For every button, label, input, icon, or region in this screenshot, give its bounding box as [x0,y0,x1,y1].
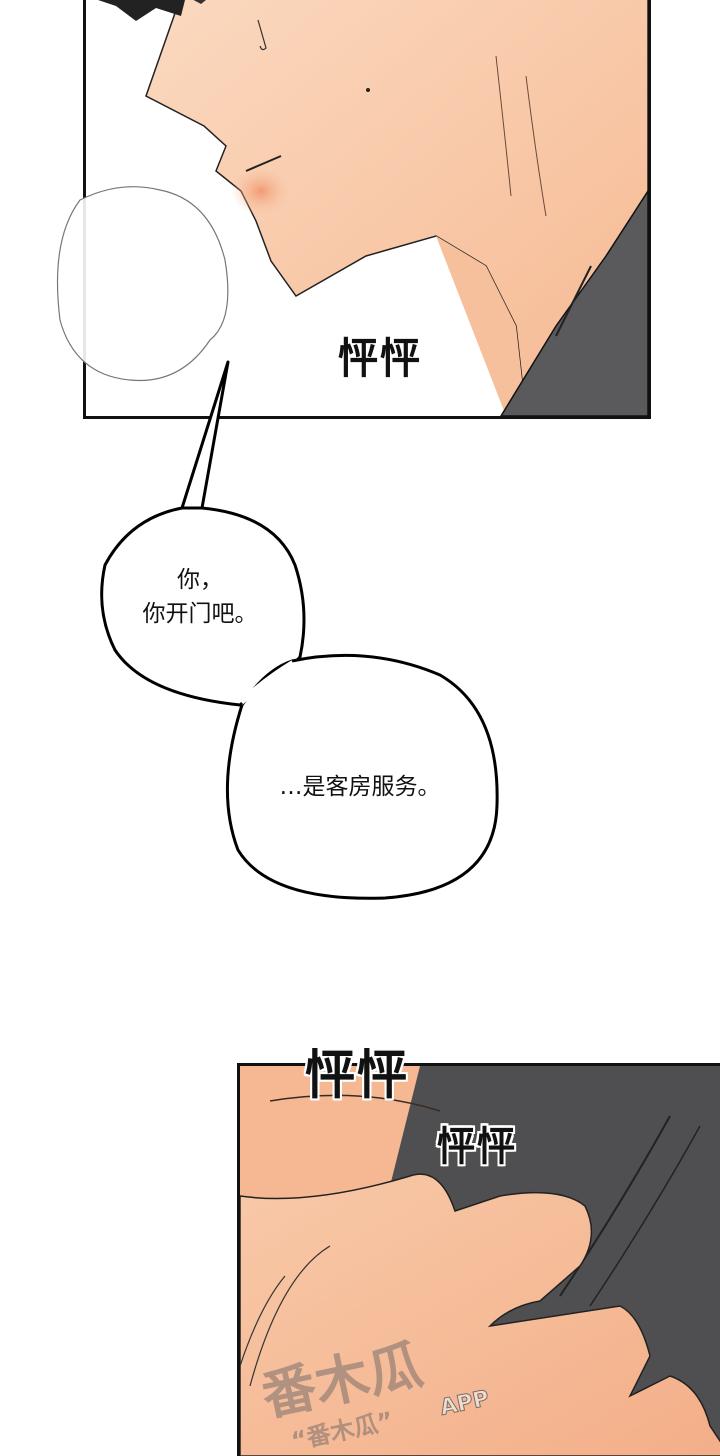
speech-line: …是客房服务。 [279,774,441,800]
comic-panel-bottom: 番木瓜 “番木瓜” APP [237,1063,720,1456]
speech-line-2: 你开门吧。 [142,601,258,627]
speech-bubble-2: …是客房服务。 [245,770,475,804]
speech-bubble-1: 你， 你开门吧。 [115,563,285,631]
face-closeup-illustration [98,0,648,416]
sfx-heartbeat-small: 怦怦 [437,1123,518,1170]
speech-line-1: 你， [177,567,223,593]
speech-bubble-group [100,360,499,900]
breath-puff-bubble [56,186,229,382]
sfx-heartbeat-top: 怦怦 [338,335,422,384]
hand-on-jacket-illustration [240,1066,720,1456]
sfx-heartbeat-large: 怦怦 [305,1044,409,1106]
